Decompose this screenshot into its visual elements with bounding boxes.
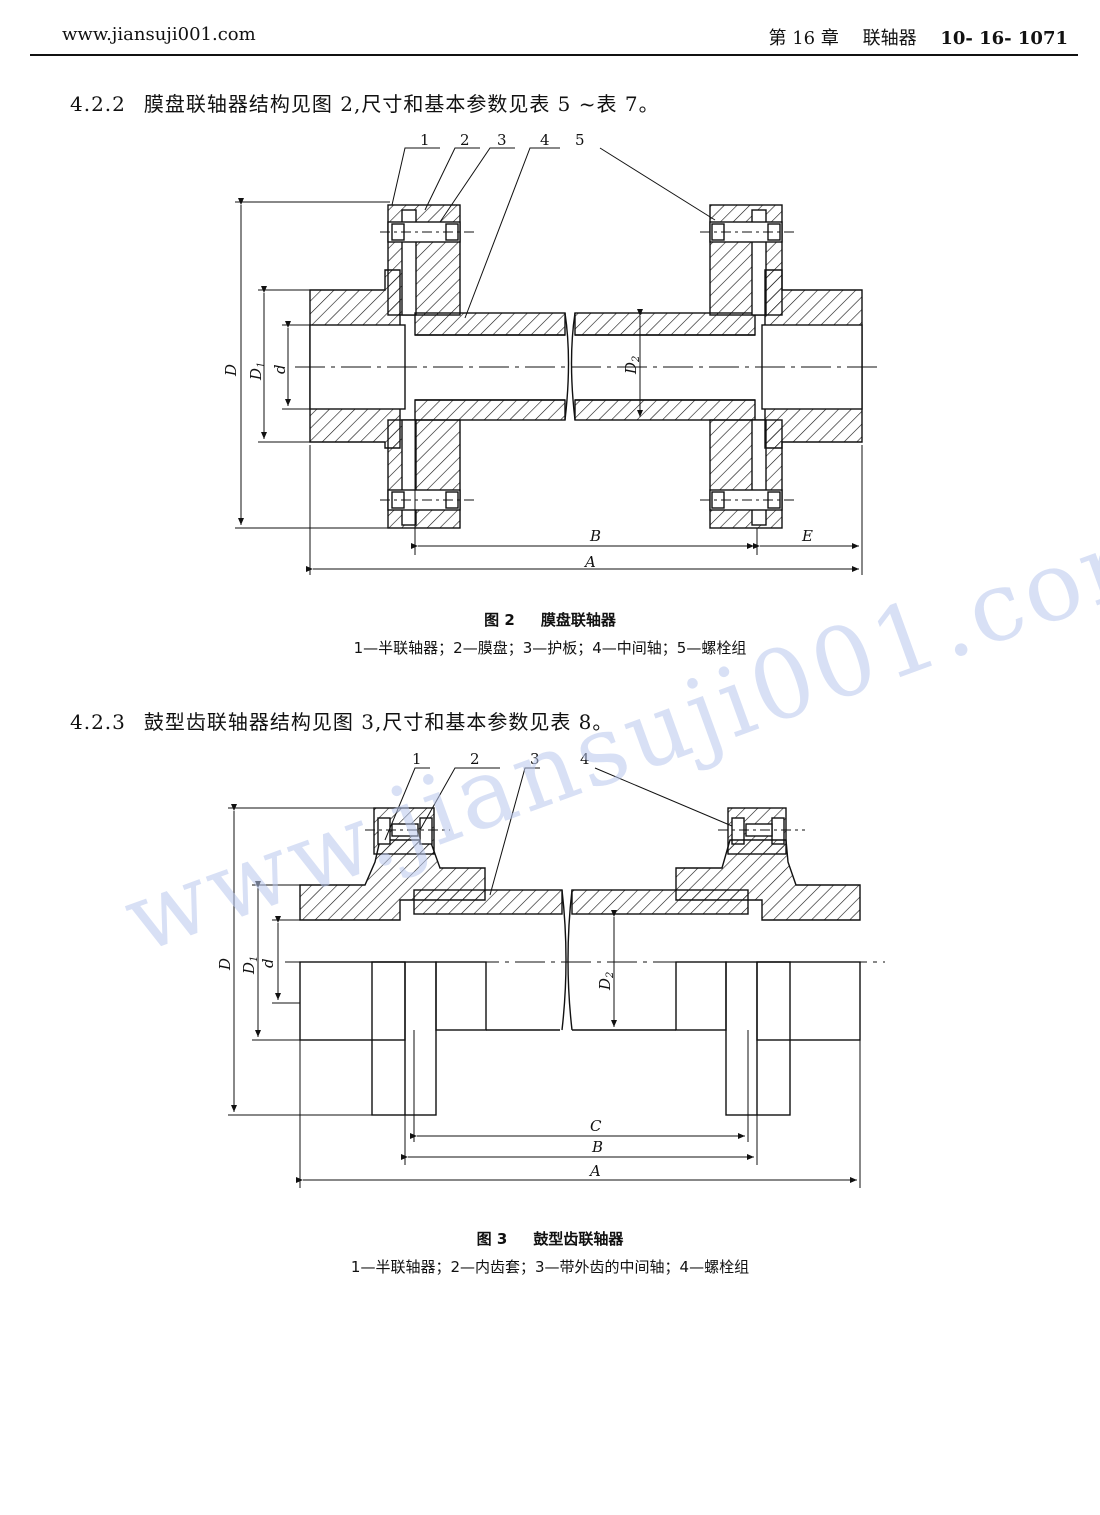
dim-A: A bbox=[588, 1162, 601, 1180]
section-text: 膜盘联轴器结构见图 2,尺寸和基本参数见表 5 ~表 7。 bbox=[143, 92, 660, 116]
dim-E: E bbox=[801, 527, 813, 545]
page-number: 10- 16- 1071 bbox=[940, 28, 1068, 49]
dim-D1: D1 bbox=[247, 362, 267, 381]
dim-D: D bbox=[216, 958, 234, 971]
right-half-coupling bbox=[675, 839, 861, 921]
figure-3-caption: 1—半联轴器；2—内齿套；3—带外齿的中间轴；4—螺栓组 bbox=[350, 1258, 750, 1276]
part-label-1: 1 bbox=[420, 131, 430, 149]
dim-B: B bbox=[589, 527, 601, 545]
part-label-1: 1 bbox=[412, 750, 422, 768]
part-label-5: 5 bbox=[575, 131, 585, 149]
part-label-2: 2 bbox=[470, 750, 480, 768]
section-4-2-3: 4.2.3 鼓型齿联轴器结构见图 3,尺寸和基本参数见表 8。 bbox=[70, 706, 613, 735]
dim-B: B bbox=[591, 1138, 603, 1156]
dim-D1: D1 bbox=[240, 956, 260, 975]
left-flange-bottom bbox=[387, 419, 461, 529]
section-number: 4.2.3 bbox=[70, 710, 126, 734]
dim-D: D bbox=[222, 364, 240, 377]
part-label-2: 2 bbox=[460, 131, 470, 149]
dim-D2: D2 bbox=[596, 972, 616, 991]
intermediate-shaft bbox=[414, 312, 566, 336]
dim-A: A bbox=[583, 553, 596, 571]
figure-3-drawing: 1 2 3 4 D D1 d D2 C B A bbox=[216, 750, 885, 1188]
section-4-2-2: 4.2.2 膜盘联轴器结构见图 2,尺寸和基本参数见表 5 ~表 7。 bbox=[70, 88, 660, 117]
part-label-4: 4 bbox=[580, 750, 590, 768]
dim-D2: D2 bbox=[622, 356, 642, 375]
part-label-3: 3 bbox=[497, 131, 507, 149]
intermediate-shaft bbox=[413, 889, 563, 915]
figure-2-caption: 1—半联轴器；2—膜盘；3—护板；4—中间轴；5—螺栓组 bbox=[353, 639, 747, 657]
header-rule bbox=[30, 54, 1078, 56]
dim-d: d bbox=[259, 958, 277, 968]
chapter-number: 第 16 章 bbox=[768, 28, 839, 49]
left-hub-lower bbox=[299, 961, 406, 1041]
dim-C: C bbox=[590, 1117, 602, 1135]
dim-d: d bbox=[271, 364, 289, 374]
figure-2-drawing: 1 2 3 4 5 D D1 d D2 B E A bbox=[222, 131, 880, 575]
part-label-4: 4 bbox=[540, 131, 550, 149]
running-header: 第 16 章 联轴器 10- 16- 1071 bbox=[751, 24, 1069, 50]
right-hub-lower bbox=[756, 961, 861, 1041]
section-text: 鼓型齿联轴器结构见图 3,尺寸和基本参数见表 8。 bbox=[143, 710, 614, 734]
site-url: www.jiansuji001.com bbox=[62, 24, 256, 45]
chapter-title: 联轴器 bbox=[862, 28, 917, 49]
section-number: 4.2.2 bbox=[70, 92, 126, 116]
part-label-3: 3 bbox=[530, 750, 540, 768]
